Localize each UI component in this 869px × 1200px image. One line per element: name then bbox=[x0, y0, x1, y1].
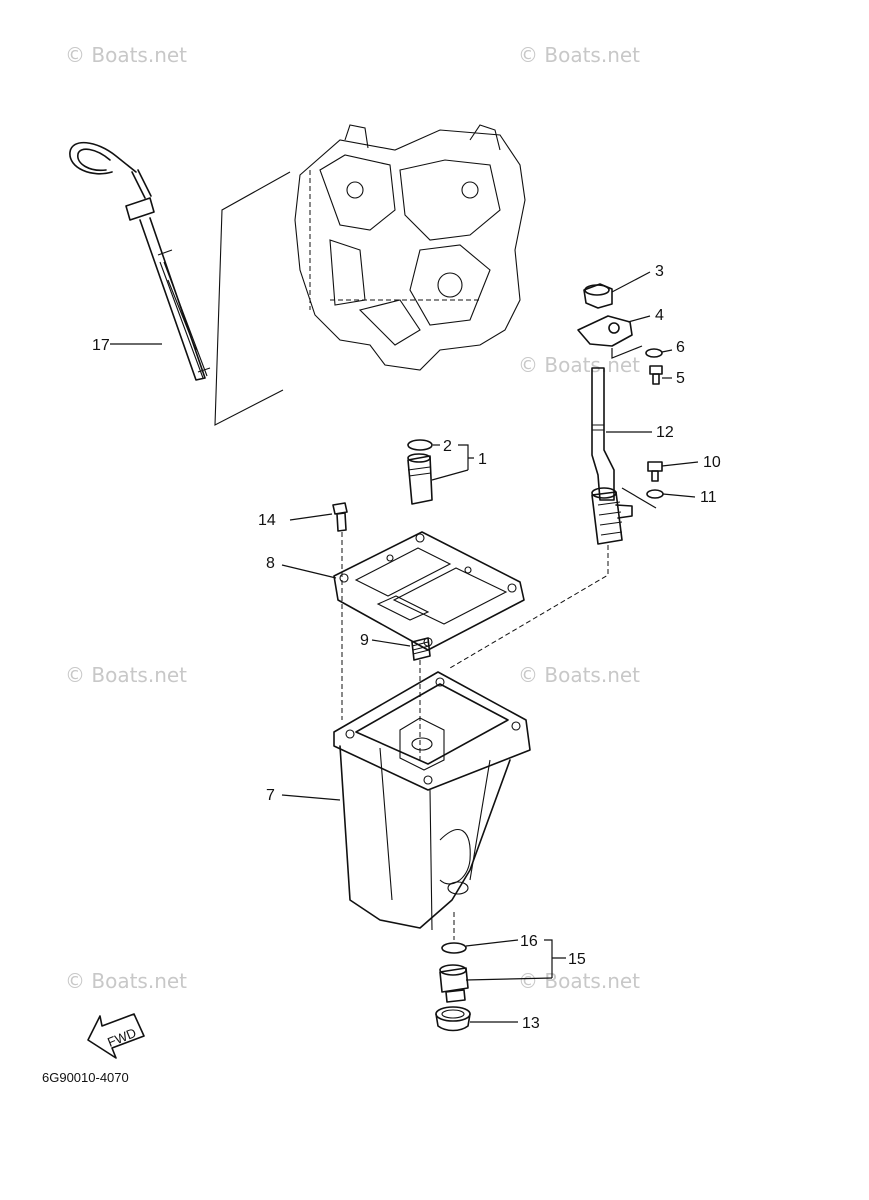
watermarks: © Boats.net © Boats.net © Boats.net © Bo… bbox=[65, 43, 640, 993]
part-3-cap bbox=[583, 283, 613, 309]
reference-bracket bbox=[214, 171, 291, 426]
watermark: © Boats.net bbox=[65, 43, 187, 67]
part-12-strainer bbox=[591, 367, 633, 545]
part-5-bolt bbox=[649, 365, 663, 385]
callout-6: 6 bbox=[676, 339, 685, 356]
part-10-bolt bbox=[647, 461, 663, 482]
part-13-seal bbox=[435, 1006, 471, 1032]
callout-13: 13 bbox=[522, 1015, 540, 1032]
part-2-o-ring bbox=[407, 439, 433, 451]
callout-10: 10 bbox=[703, 454, 721, 471]
part-8-gasket bbox=[333, 531, 525, 651]
watermark: © Boats.net bbox=[518, 353, 640, 377]
callout-15: 15 bbox=[568, 951, 586, 968]
watermark: © Boats.net bbox=[65, 969, 187, 993]
part-16-gasket bbox=[441, 942, 467, 954]
callout-1: 1 bbox=[478, 451, 487, 468]
drawing-code: 6G90010-4070 bbox=[42, 1070, 129, 1085]
callout-8: 8 bbox=[266, 555, 275, 572]
callout-17: 17 bbox=[92, 337, 110, 354]
watermark: © Boats.net bbox=[65, 663, 187, 687]
watermark: © Boats.net bbox=[518, 969, 640, 993]
part-6-washer bbox=[645, 348, 663, 358]
callout-7: 7 bbox=[266, 787, 275, 804]
callout-3: 3 bbox=[655, 263, 664, 280]
engine-block bbox=[294, 124, 526, 371]
part-15-drain-bolt bbox=[439, 964, 469, 1003]
part-11-washer bbox=[646, 489, 664, 499]
callout-4: 4 bbox=[655, 307, 664, 324]
callout-5: 5 bbox=[676, 370, 685, 387]
part-7-oil-pan bbox=[333, 671, 531, 931]
part-1-relief-valve bbox=[407, 453, 433, 505]
fwd-label: FWD bbox=[105, 1025, 138, 1050]
callout-9: 9 bbox=[360, 632, 369, 649]
callout-16: 16 bbox=[520, 933, 538, 950]
dipstick bbox=[69, 141, 211, 381]
callout-2: 2 bbox=[443, 438, 452, 455]
watermark: © Boats.net bbox=[518, 663, 640, 687]
fwd-arrow-icon: FWD bbox=[87, 1013, 145, 1059]
callout-14: 14 bbox=[258, 512, 276, 529]
part-4-clamp bbox=[577, 315, 633, 347]
watermark: © Boats.net bbox=[518, 43, 640, 67]
callout-11: 11 bbox=[700, 489, 717, 506]
part-14-bolt bbox=[332, 502, 348, 532]
callout-12: 12 bbox=[656, 424, 674, 441]
part-9-plug bbox=[411, 637, 431, 661]
